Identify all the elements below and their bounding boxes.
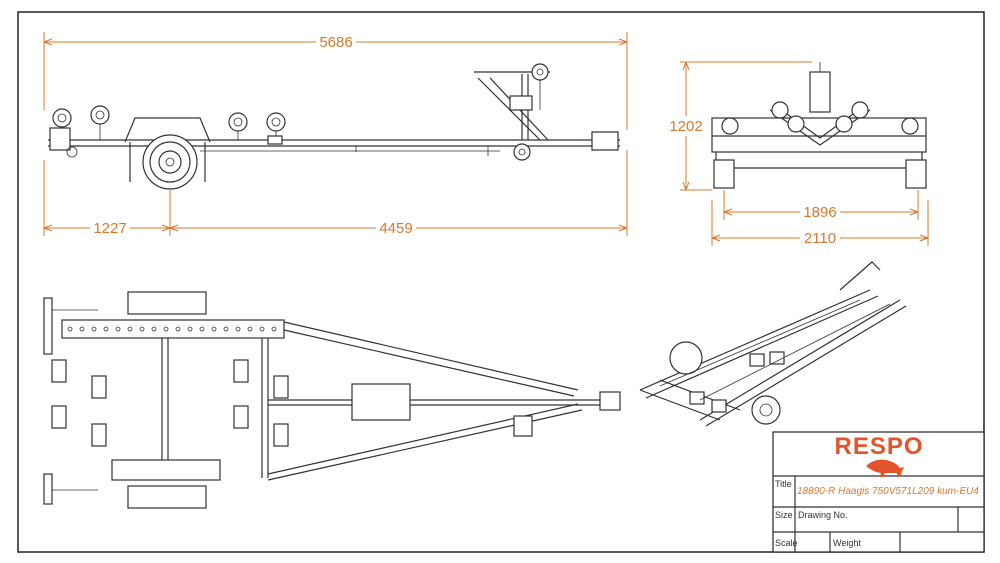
top-view — [43, 291, 621, 509]
title-label: Title — [775, 479, 792, 489]
front-view — [711, 62, 927, 189]
isometric-view — [639, 261, 907, 427]
dim-rear-to-axle: 1227 — [93, 220, 126, 237]
drawing-no-label: Drawing No. — [798, 510, 848, 520]
crossbeam-perforations — [67, 326, 277, 332]
drawing-border — [17, 11, 985, 553]
dim-axle-to-hitch: 4459 — [379, 220, 412, 237]
top-view-rollers — [51, 359, 289, 447]
respo-logo: RESPO — [834, 433, 923, 460]
size-label: Size — [775, 510, 793, 520]
title-value: 18890-R Haagis 750V571L209 kum-EU4 — [797, 486, 979, 497]
scale-label: Scale — [775, 538, 798, 548]
side-view — [48, 63, 620, 190]
title-block — [772, 431, 985, 553]
dim-total-length: 5686 — [319, 34, 352, 51]
dim-inner-width: 1896 — [803, 204, 836, 221]
front-dimensions — [672, 61, 929, 247]
respo-logo-animal — [866, 459, 904, 477]
dim-height: 1202 — [669, 118, 702, 135]
weight-label: Weight — [833, 538, 861, 548]
dim-outer-width: 2110 — [804, 230, 836, 247]
side-dimensions — [43, 32, 628, 237]
